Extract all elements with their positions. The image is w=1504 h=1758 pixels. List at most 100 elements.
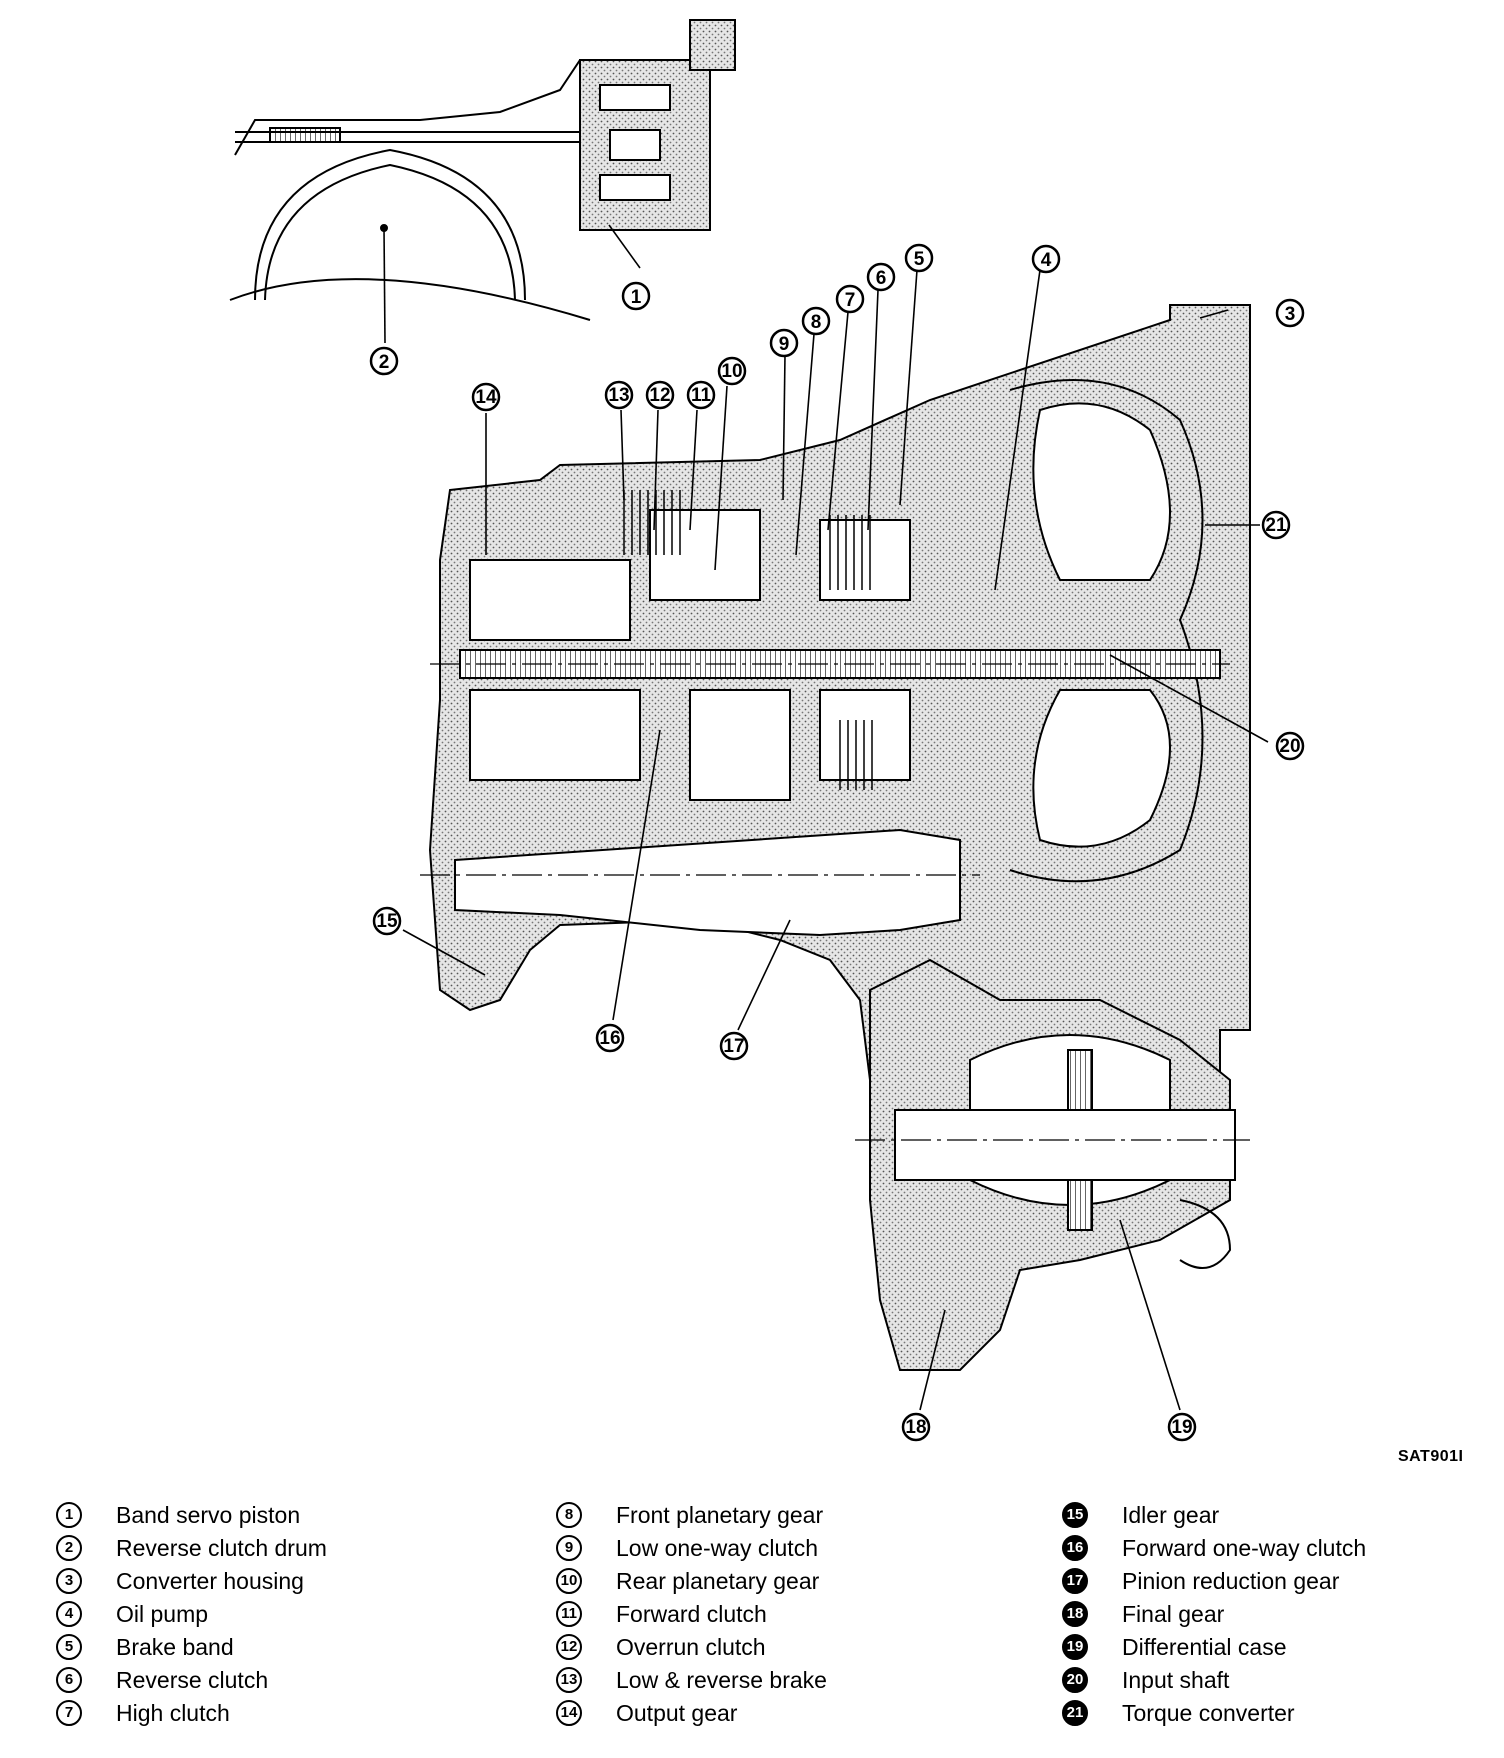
leader-15 (402, 929, 486, 976)
svg-text:9: 9 (779, 334, 790, 355)
leader-18 (919, 1309, 946, 1411)
callout-21: 21 (1261, 510, 1291, 540)
svg-text:13: 13 (608, 385, 629, 406)
legend-number: 9 (556, 1535, 582, 1561)
legend-number: 1 (56, 1502, 82, 1528)
legend-label: Reverse clutch (116, 1667, 269, 1693)
leader-lines (383, 224, 1269, 1411)
callout-8: 8 (801, 306, 831, 336)
legend-number: 5 (56, 1634, 82, 1660)
leader-17 (737, 919, 791, 1031)
svg-text:6: 6 (876, 268, 887, 289)
leader-10 (714, 385, 728, 571)
leader-12 (653, 409, 659, 531)
legend-number: 18 (1062, 1601, 1088, 1627)
svg-text:17: 17 (723, 1036, 744, 1057)
legend-label: Overrun clutch (616, 1634, 766, 1660)
svg-text:14: 14 (475, 387, 497, 408)
callout-6: 6 (866, 262, 896, 292)
legend-number: 20 (1062, 1667, 1088, 1693)
legend-label: Pinion reduction gear (1122, 1568, 1340, 1594)
svg-text:1: 1 (631, 287, 642, 308)
callout-17: 17 (719, 1031, 749, 1061)
svg-text:7: 7 (845, 290, 856, 311)
legend-label: Rear planetary gear (616, 1568, 820, 1594)
legend-number: 11 (556, 1601, 582, 1627)
svg-text:15: 15 (376, 911, 398, 932)
legend-label: Idler gear (1122, 1502, 1220, 1528)
svg-text:21: 21 (1265, 515, 1287, 536)
legend-label: Brake band (116, 1634, 234, 1660)
callout-9: 9 (769, 328, 799, 358)
inset-band-servo-view (229, 19, 736, 321)
legend-number: 3 (56, 1568, 82, 1594)
svg-text:10: 10 (721, 361, 742, 382)
leader-9 (782, 354, 786, 501)
svg-text:18: 18 (905, 1417, 926, 1438)
legend-number: 4 (56, 1601, 82, 1627)
legend-number: 8 (556, 1502, 582, 1528)
leader-20 (1109, 654, 1269, 743)
legend-number: 17 (1062, 1568, 1088, 1594)
svg-text:19: 19 (1171, 1417, 1192, 1438)
leader-4 (994, 269, 1041, 591)
leader-1 (608, 224, 641, 269)
legend-number: 16 (1062, 1535, 1088, 1561)
legend-label: High clutch (116, 1700, 230, 1726)
leader-11 (689, 409, 698, 531)
leader-19 (1119, 1219, 1181, 1411)
callout-19: 19 (1167, 1412, 1197, 1442)
leader-2 (383, 227, 386, 344)
legend-label: Torque converter (1122, 1700, 1295, 1726)
legend-label: Forward one-way clutch (1122, 1535, 1367, 1561)
callout-10: 10 (717, 356, 747, 386)
callout-4: 4 (1031, 244, 1061, 274)
callout-7: 7 (835, 284, 865, 314)
callout-16: 16 (595, 1023, 625, 1053)
svg-text:5: 5 (914, 249, 925, 270)
svg-text:20: 20 (1279, 736, 1300, 757)
legend-number: 12 (556, 1634, 582, 1660)
legend-label: Input shaft (1122, 1667, 1230, 1693)
legend-number: 21 (1062, 1700, 1088, 1726)
legend-label: Reverse clutch drum (116, 1535, 327, 1561)
svg-text:8: 8 (811, 312, 822, 333)
callout-15: 15 (372, 906, 402, 936)
figure-code: SAT901I (1398, 1448, 1464, 1465)
svg-text:4: 4 (1041, 250, 1052, 271)
leader-13 (620, 409, 625, 501)
legend-label: Differential case (1122, 1634, 1287, 1660)
svg-text:16: 16 (599, 1028, 620, 1049)
svg-text:11: 11 (691, 385, 712, 406)
legend-label: Front planetary gear (616, 1502, 824, 1528)
svg-text:3: 3 (1285, 304, 1296, 325)
callouts: 1 2 3 4 5 6 7 8 9 10 11 12 13 14 15 16 1… (369, 243, 1305, 1442)
leader-16 (612, 729, 661, 1021)
leader-8 (795, 333, 815, 556)
legend-number: 14 (556, 1700, 582, 1726)
callout-2: 2 (369, 346, 399, 376)
legend-number: 13 (556, 1667, 582, 1693)
leader-6 (867, 289, 879, 531)
legend-label: Output gear (616, 1700, 738, 1726)
differential-assembly (855, 958, 1250, 1371)
legend-number: 7 (56, 1700, 82, 1726)
legend-number: 2 (56, 1535, 82, 1561)
callout-18: 18 (901, 1412, 931, 1442)
transaxle-cross-section-drawing: 1 2 3 4 5 6 7 8 9 10 11 12 13 14 15 16 1… (229, 19, 1305, 1442)
leader-5 (899, 269, 918, 506)
leader-3 (1199, 309, 1229, 319)
leader-7 (827, 311, 849, 531)
callout-3: 3 (1275, 298, 1305, 328)
callout-20: 20 (1275, 731, 1305, 761)
legend-label: Oil pump (116, 1601, 209, 1627)
callout-5: 5 (904, 243, 934, 273)
legend-label: Low one-way clutch (616, 1535, 818, 1561)
legend-number: 10 (556, 1568, 582, 1594)
callout-1: 1 (621, 281, 651, 311)
legend-label: Forward clutch (616, 1601, 767, 1627)
legend-label: Converter housing (116, 1568, 304, 1594)
callout-14: 14 (471, 382, 501, 412)
legend-number: 6 (56, 1667, 82, 1693)
svg-text:2: 2 (379, 352, 390, 373)
